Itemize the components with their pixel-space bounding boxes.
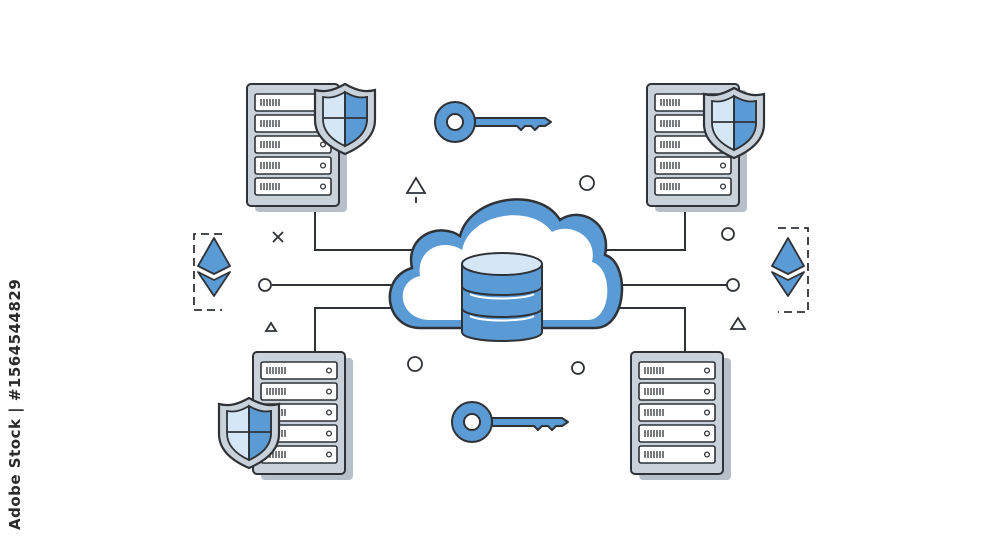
server-rack-icon: [630, 351, 732, 481]
bracket-frames: [193, 227, 809, 313]
ethereum-icon: [771, 237, 805, 297]
decorative-marks: [258, 175, 747, 375]
cloud-database-icon: [388, 198, 624, 342]
ethereum-icon: [197, 237, 231, 297]
key-icon: [451, 401, 569, 443]
stock-id-watermark: Adobe Stock | #1564544829: [6, 278, 24, 530]
key-icon: [434, 101, 552, 143]
database-icon: [461, 252, 543, 342]
